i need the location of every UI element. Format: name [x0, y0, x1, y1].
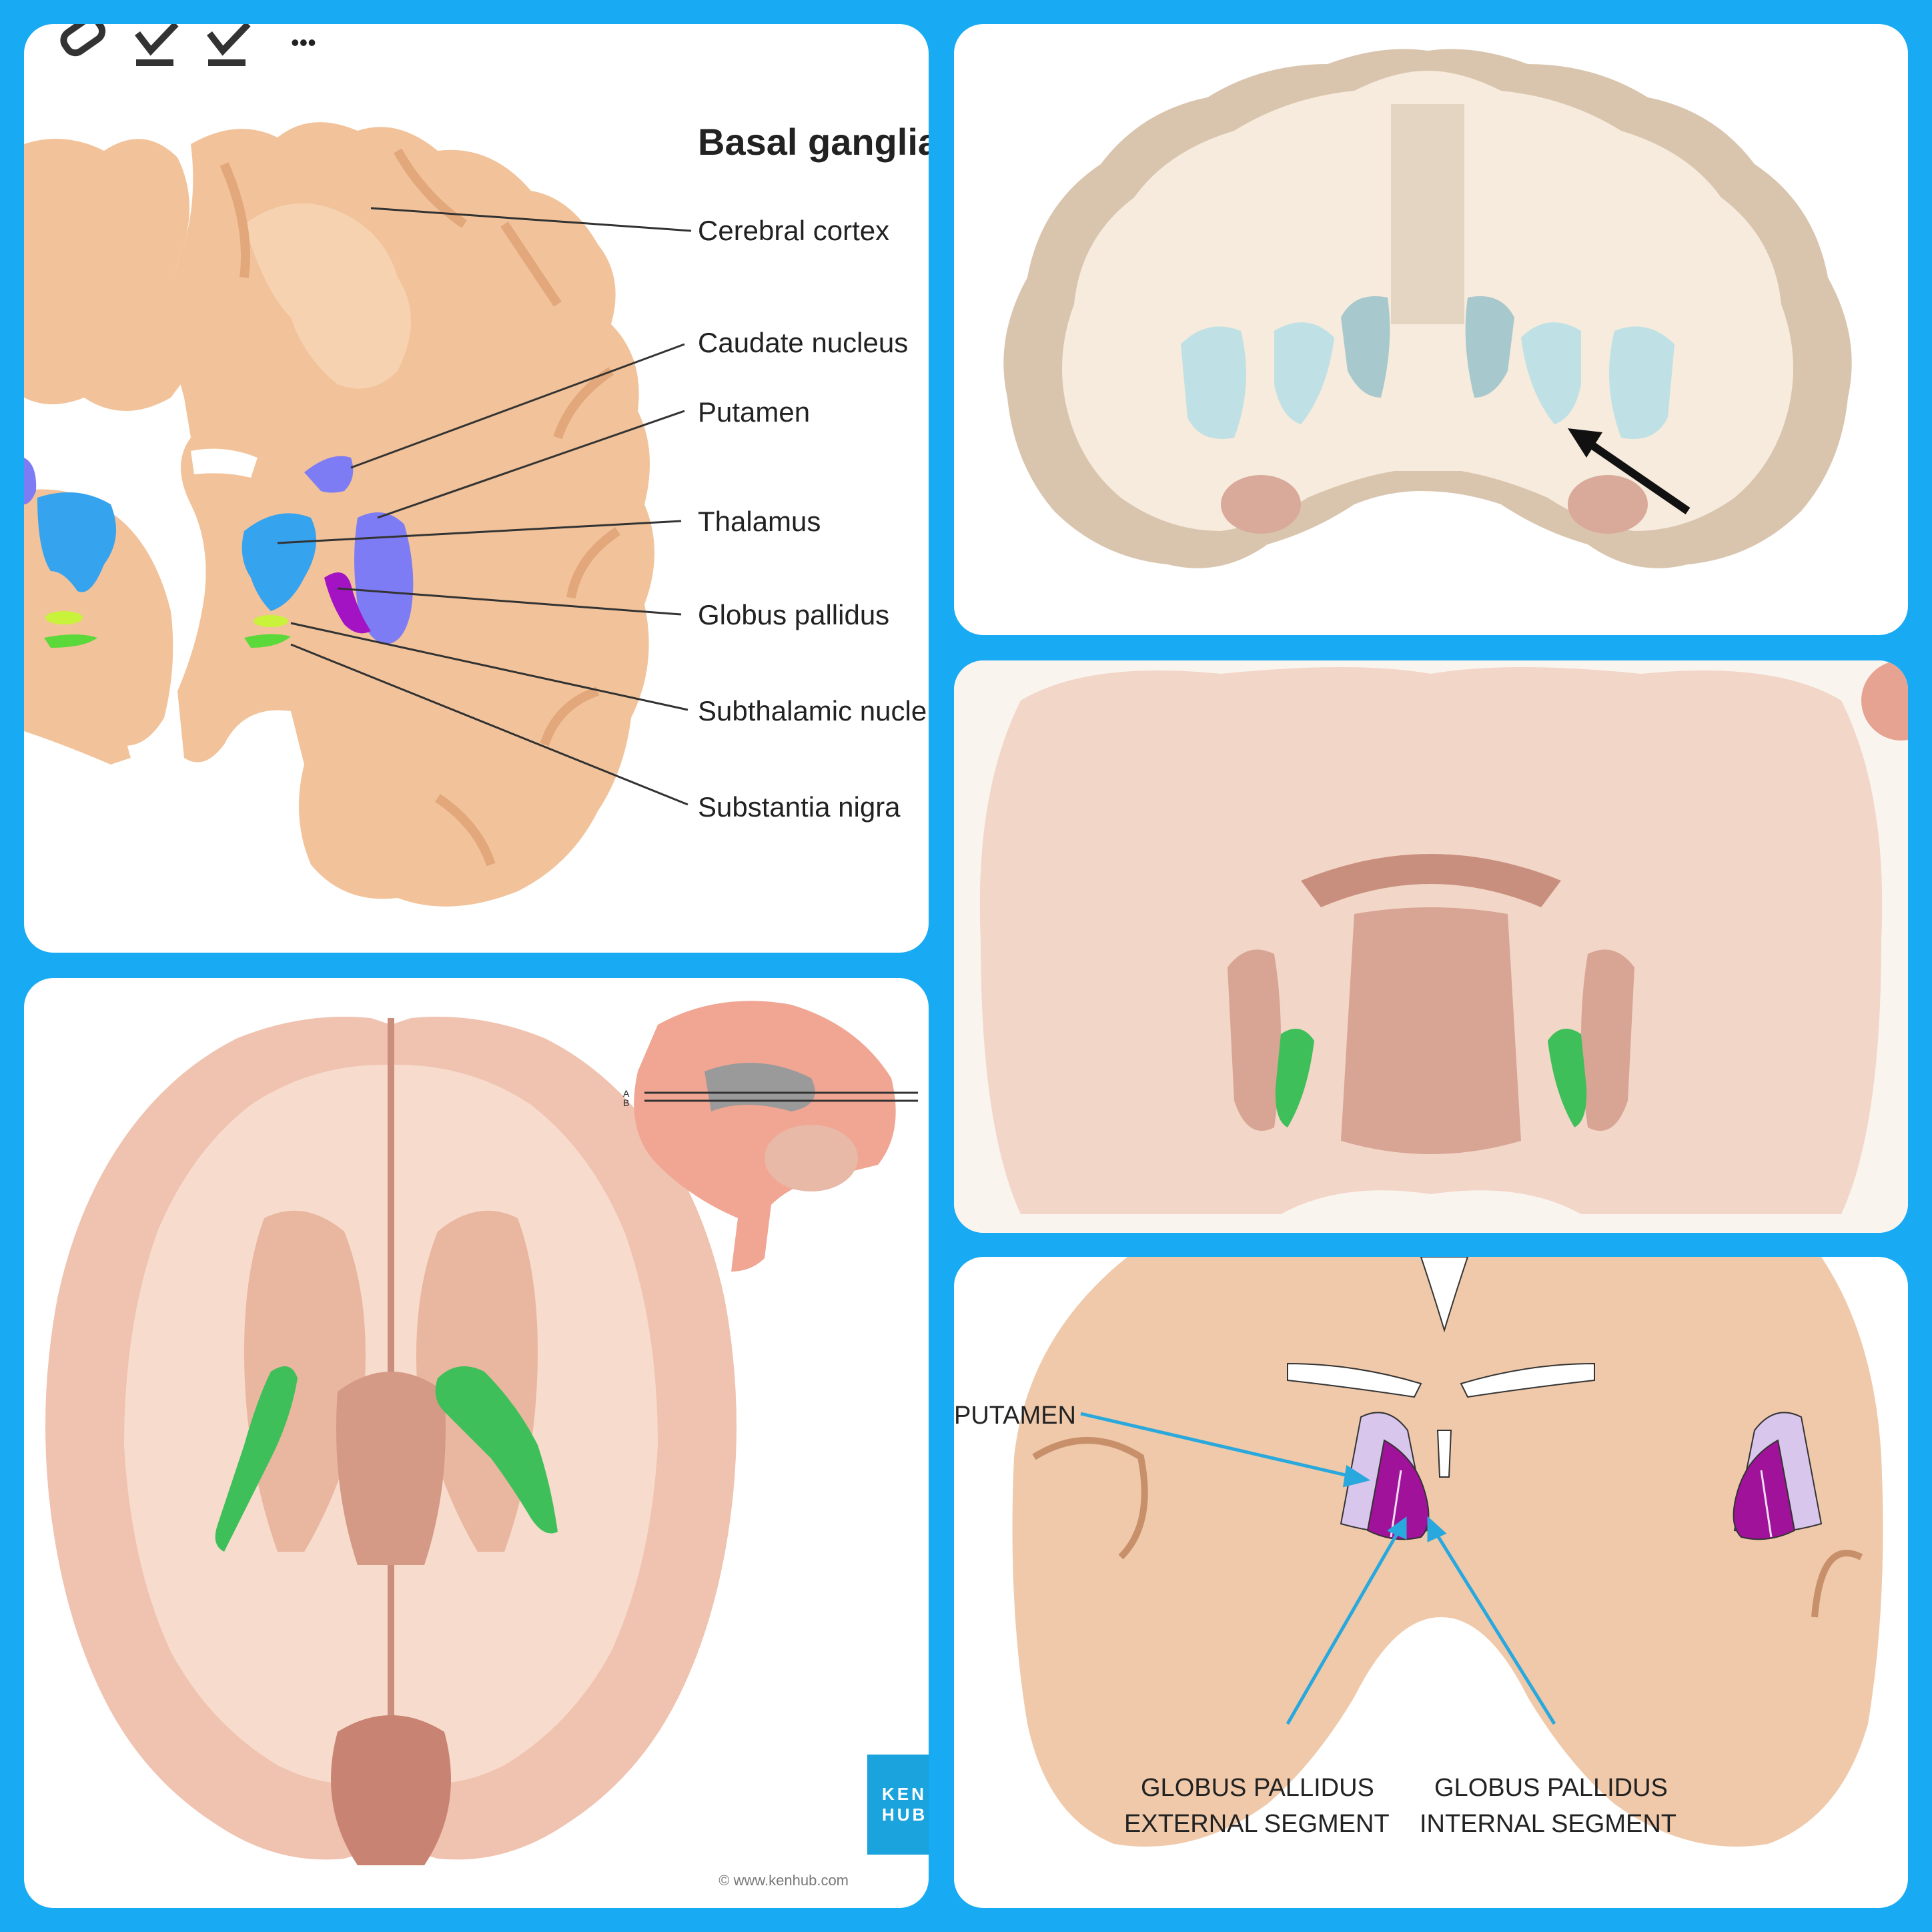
sulcus-left	[1032, 1437, 1148, 1560]
gp-left-divider	[1390, 1470, 1402, 1538]
ventricle-right	[1465, 296, 1514, 398]
sulcus-right	[1811, 1550, 1863, 1618]
globus-pallidus-diagram: PUTAMEN GLOBUS PALLIDUS EXTERNAL SEGMENT…	[954, 1257, 1883, 1847]
axial-section-panel: A B A B KEN HUB © www.kenhub.com	[24, 978, 929, 1908]
kenhub-logo-line2: HUB	[882, 1805, 928, 1825]
amygdala-right	[1568, 475, 1648, 534]
substantia-nigra-shape	[244, 634, 291, 648]
corner-tissue	[1861, 660, 1908, 741]
cerebellum	[331, 1715, 451, 1865]
inset-label-b: B	[623, 1097, 629, 1108]
pencil-icon[interactable]	[60, 24, 106, 57]
label-gpe-line2: EXTERNAL SEGMENT	[1124, 1810, 1390, 1838]
leader-lines	[277, 207, 692, 806]
caudate-nucleus	[304, 456, 354, 493]
putamen-right	[1581, 949, 1634, 1131]
label-gpe-line1: GLOBUS PALLIDUS	[1141, 1774, 1374, 1802]
third-ventricle	[1436, 1430, 1452, 1478]
thalamus-left	[37, 492, 116, 592]
subthalamic-nucleus-shape	[254, 615, 288, 627]
globus-pallidus-panel: PUTAMEN GLOBUS PALLIDUS EXTERNAL SEGMENT…	[954, 1257, 1908, 1908]
axial-brain-illustration: A B A B	[45, 1001, 918, 1865]
ventricle-left	[1341, 296, 1390, 398]
ventricle-slit-right	[1460, 1362, 1595, 1398]
thalamus-shape	[242, 513, 316, 611]
label-gpi-line2: INTERNAL SEGMENT	[1420, 1810, 1676, 1838]
amygdala-left	[1221, 475, 1301, 534]
coronal-section-illustration	[954, 660, 1908, 1233]
sagittal-inset: A B	[623, 1001, 918, 1272]
corpus-callosum	[1301, 854, 1561, 907]
label-putamen: Putamen	[698, 396, 810, 428]
putamen-shape	[354, 512, 414, 644]
subthalamic-nucleus-left	[45, 611, 83, 624]
label-thalamus: Thalamus	[698, 506, 821, 537]
label-cerebral-cortex: Cerebral cortex	[698, 215, 889, 246]
check-icon[interactable]	[207, 24, 251, 66]
globus-pallidus-left	[1275, 1029, 1314, 1127]
kenhub-url: © www.kenhub.com	[718, 1872, 849, 1889]
lateral-ventricle-area	[1341, 907, 1521, 1154]
label-subthalamic-nucleus: Subthalamic nucle	[698, 695, 927, 727]
callout-arrows	[1080, 1412, 1556, 1725]
label-putamen: PUTAMEN	[954, 1402, 1076, 1430]
coronal-section-panel	[954, 660, 1908, 1233]
gp-right-divider	[1760, 1470, 1773, 1538]
caudate-nucleus-left-partial	[24, 458, 37, 504]
brain-coronal-section	[24, 122, 654, 907]
caudate-left	[1274, 322, 1334, 424]
putamen-right	[1609, 326, 1674, 439]
label-gpi-line1: GLOBUS PALLIDUS	[1434, 1774, 1668, 1802]
putamen-left	[1181, 326, 1246, 439]
septum-top	[1420, 1257, 1469, 1333]
label-caudate-nucleus: Caudate nucleus	[698, 327, 908, 358]
label-globus-pallidus: Globus pallidus	[698, 599, 889, 630]
caudate-right	[1521, 322, 1581, 424]
coronal-illustration-panel	[954, 24, 1908, 635]
internal-capsule-left	[244, 1210, 366, 1552]
putamen-highlight-left	[215, 1366, 298, 1552]
thalamus-region	[336, 1372, 446, 1565]
check-icon[interactable]	[135, 24, 179, 66]
label-substantia-nigra: Substantia nigra	[698, 791, 901, 823]
basal-ganglia-panel: •••	[24, 24, 929, 953]
basal-ganglia-title: Basal ganglia	[698, 121, 929, 163]
arrow-pointer	[1568, 428, 1690, 514]
ventricle-slit-left	[1287, 1362, 1422, 1398]
coronal-brain-illustration	[1003, 49, 1852, 568]
globus-pallidus-right	[1548, 1029, 1587, 1127]
kenhub-logo: KEN HUB	[867, 1755, 929, 1855]
midline-septum	[1391, 104, 1464, 324]
putamen-left	[1228, 949, 1281, 1131]
kenhub-logo-line1: KEN	[882, 1784, 927, 1804]
inset-label-a: A	[623, 1088, 630, 1099]
putamen-highlight-right	[435, 1366, 558, 1534]
substantia-nigra-left	[44, 634, 97, 648]
basal-ganglia-diagram: •••	[24, 24, 929, 907]
globus-pallidus-shape	[324, 572, 371, 634]
more-options-icon[interactable]: •••	[291, 29, 316, 56]
